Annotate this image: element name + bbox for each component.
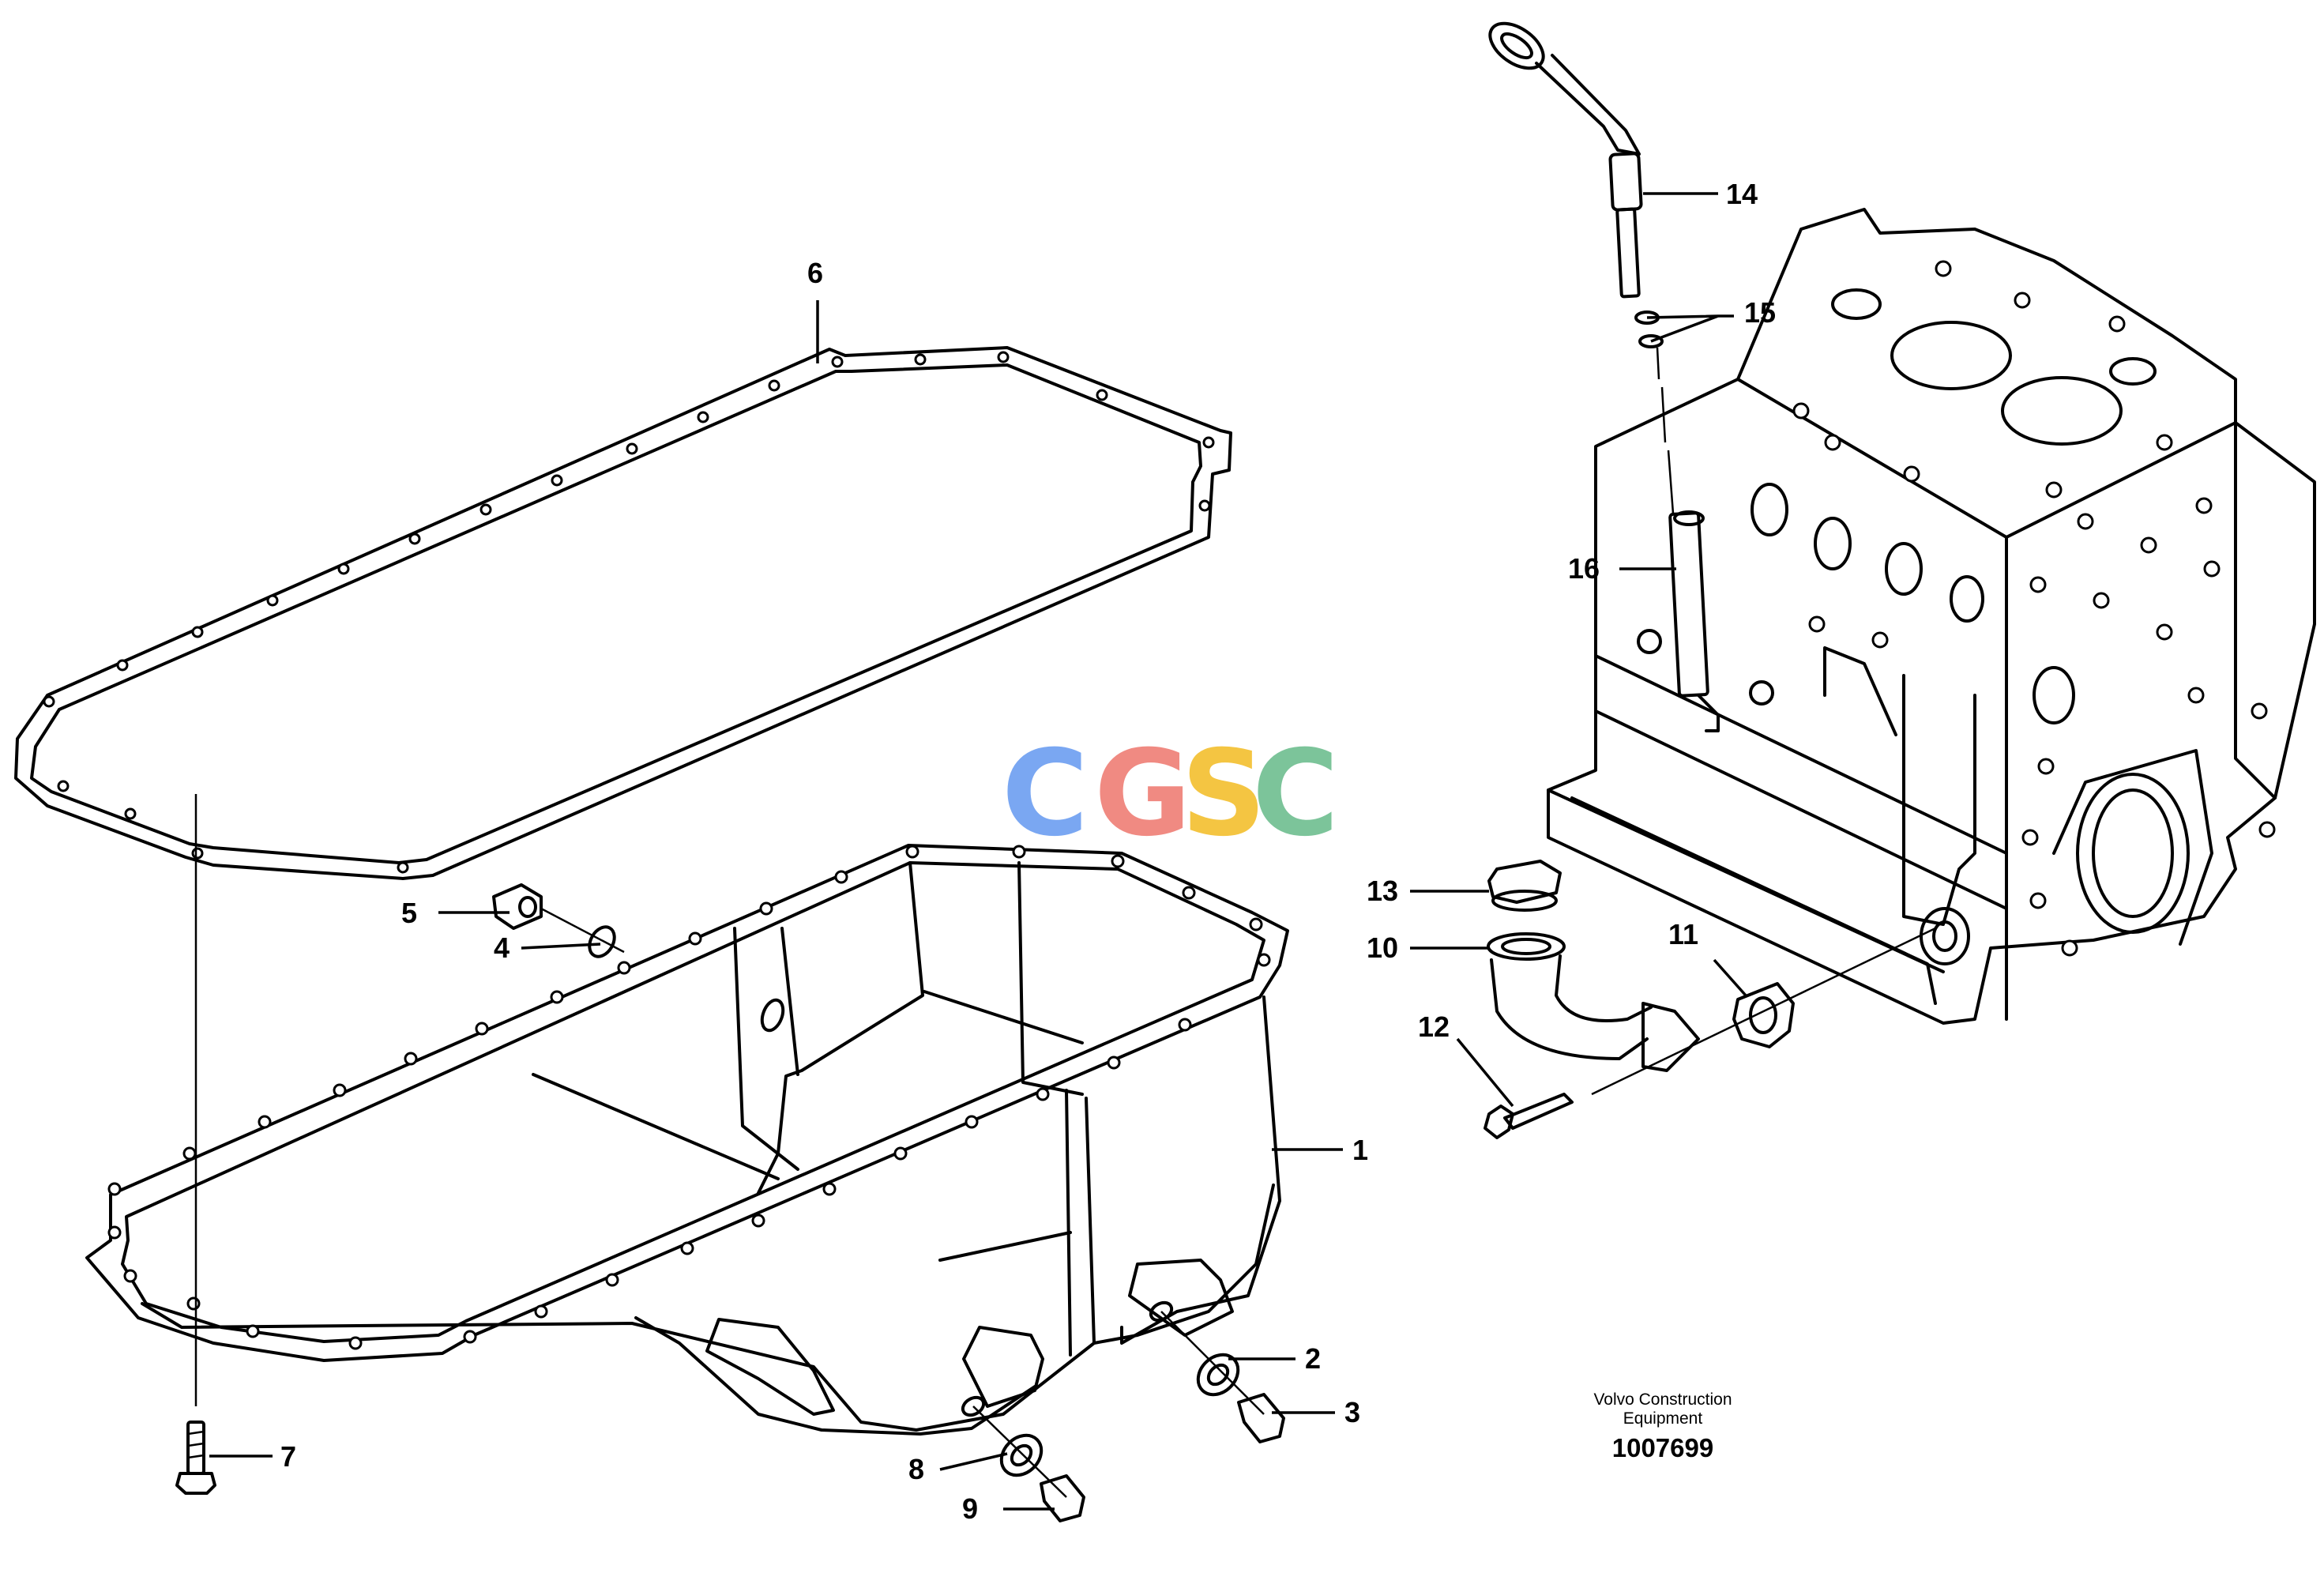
plug-and-o-ring bbox=[492, 883, 625, 958]
callout-3: 3 bbox=[1344, 1396, 1360, 1428]
watermark-letter-g: G bbox=[1094, 725, 1192, 863]
callout-9: 9 bbox=[962, 1492, 978, 1525]
callout-8: 8 bbox=[908, 1453, 924, 1485]
engine-block bbox=[1547, 208, 2316, 1025]
oil-pan bbox=[85, 844, 1289, 1436]
pan-bolt-holes bbox=[107, 845, 1271, 1350]
callout-2: 2 bbox=[1305, 1342, 1321, 1375]
flange-screw bbox=[175, 794, 216, 1495]
callout-12: 12 bbox=[1418, 1010, 1450, 1043]
callout-15: 15 bbox=[1744, 296, 1776, 329]
callout-13: 13 bbox=[1367, 875, 1398, 907]
callout-7: 7 bbox=[280, 1440, 296, 1473]
callout-1: 1 bbox=[1352, 1134, 1368, 1166]
callout-4: 4 bbox=[494, 931, 510, 964]
watermark-letter-c2: C bbox=[1252, 725, 1340, 863]
washer-and-drain-plug-right bbox=[1160, 1311, 1285, 1443]
block-small-holes bbox=[1792, 260, 2276, 957]
watermark-letter-s: S bbox=[1181, 725, 1267, 863]
callout-16: 16 bbox=[1568, 552, 1600, 585]
washer-and-drain-plug-left bbox=[972, 1406, 1085, 1522]
callout-leaders bbox=[209, 192, 1747, 1511]
oil-filler-assembly bbox=[1484, 860, 1936, 1139]
manufacturer-credit: Volvo Construction Equipment 1007699 bbox=[1564, 1390, 1762, 1463]
dipstick bbox=[1488, 21, 1720, 732]
callout-11: 11 bbox=[1668, 918, 1698, 950]
drawing-number: 1007699 bbox=[1611, 1433, 1714, 1462]
callout-labels: 1 2 3 4 5 6 7 8 9 10 11 12 13 14 15 16 bbox=[280, 178, 1776, 1525]
callout-14: 14 bbox=[1726, 178, 1758, 210]
credit-division: Equipment bbox=[1623, 1409, 1703, 1428]
callout-10: 10 bbox=[1367, 931, 1398, 964]
watermark-letter-c1: C bbox=[1002, 725, 1089, 863]
callout-6: 6 bbox=[807, 257, 823, 289]
credit-company: Volvo Construction bbox=[1593, 1390, 1732, 1409]
callout-5: 5 bbox=[401, 897, 417, 929]
